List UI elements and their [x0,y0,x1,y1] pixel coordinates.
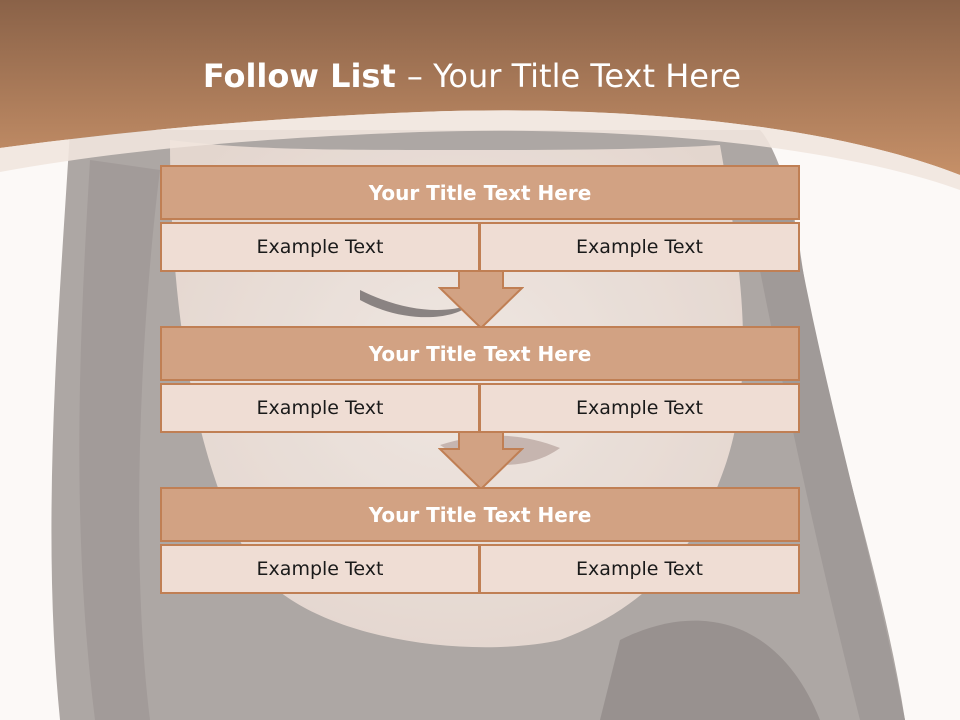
stage-cell-right: Example Text [480,544,800,594]
stage-2: Your Title Text Here Example Text Exampl… [160,326,800,433]
slide-title-bold: Follow List [202,57,407,95]
stage-title: Your Title Text Here [160,326,800,381]
stage-title: Your Title Text Here [160,487,800,542]
stage-3: Your Title Text Here Example Text Exampl… [160,487,800,594]
down-arrow-icon [438,270,524,330]
stage-cell-left: Example Text [160,544,480,594]
stage-1: Your Title Text Here Example Text Exampl… [160,165,800,272]
stage-cell-right: Example Text [480,383,800,433]
slide-title: Follow List – Your Title Text Here [0,52,944,100]
stage-cell-right: Example Text [480,222,800,272]
stage-title: Your Title Text Here [160,165,800,220]
stage-cell-left: Example Text [160,383,480,433]
slide-title-rest: – Your Title Text Here [406,57,742,95]
stage-cell-left: Example Text [160,222,480,272]
down-arrow-icon [438,431,524,491]
